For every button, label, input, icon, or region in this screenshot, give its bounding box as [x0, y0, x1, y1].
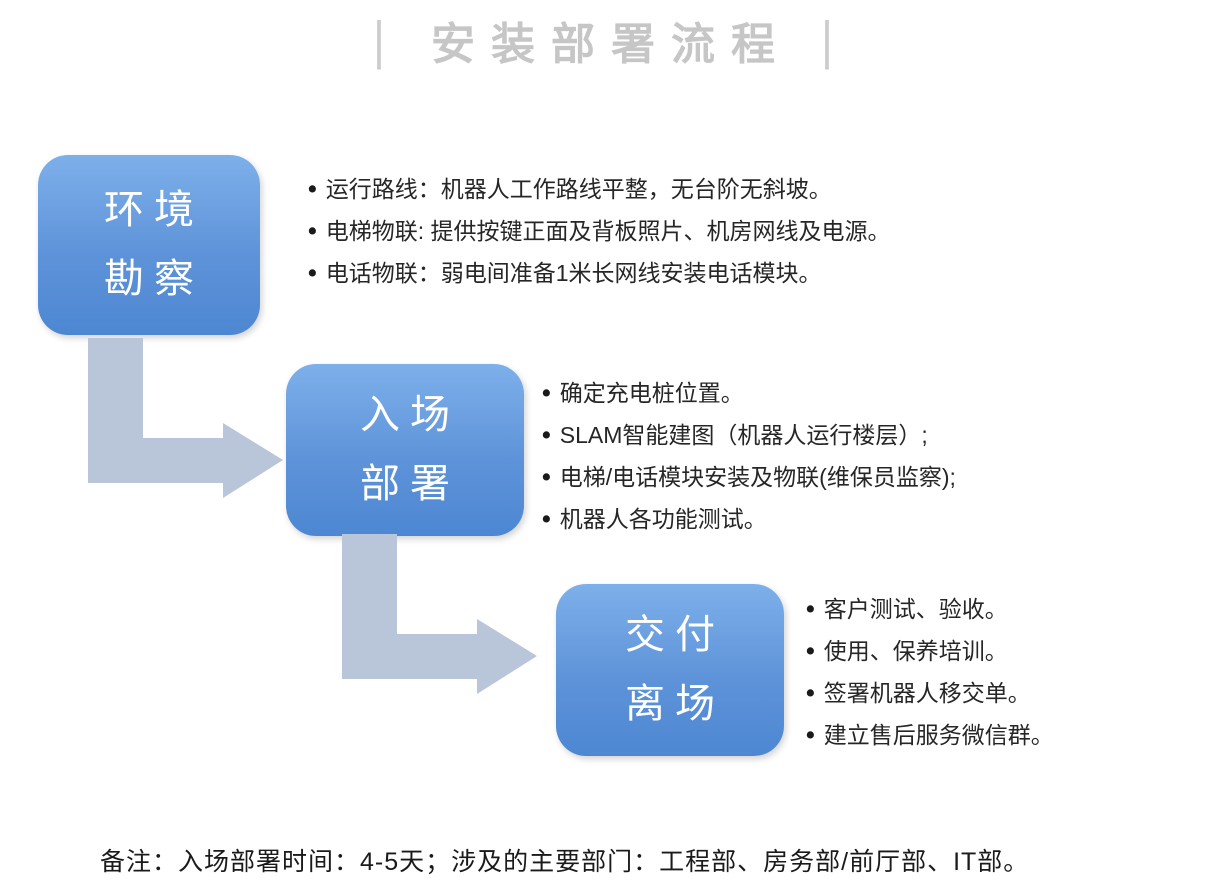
step-bullets-entry-deployment: 确定充电桩位置。 SLAM智能建图（机器人运行楼层）; 电梯/电话模块安装及物联… — [542, 372, 956, 540]
title-right-bar: | — [821, 10, 833, 70]
step-bullets-environment-survey: 运行路线：机器人工作路线平整，无台阶无斜坡。 电梯物联: 提供按键正面及背板照片… — [308, 168, 891, 294]
step-bullets-delivery-departure: 客户测试、验收。 使用、保养培训。 签署机器人移交单。 建立售后服务微信群。 — [806, 588, 1054, 756]
bullet-item: 机器人各功能测试。 — [542, 498, 956, 540]
step-box-delivery-departure: 交付 离场 — [556, 584, 784, 756]
footer-note: 备注：入场部署时间：4-5天；涉及的主要部门：工程部、房务部/前厅部、IT部。 — [100, 848, 1030, 876]
bullet-item: 签署机器人移交单。 — [806, 672, 1054, 714]
step-label-line: 环境 — [104, 188, 204, 233]
elbow-arrow-2 — [342, 534, 537, 694]
bullet-item: 电梯物联: 提供按键正面及背板照片、机房网线及电源。 — [308, 210, 891, 252]
bullet-item: 确定充电桩位置。 — [542, 372, 956, 414]
step-label-line: 离场 — [625, 682, 725, 726]
elbow-arrow-1 — [88, 338, 283, 498]
step-label-line: 部署 — [360, 462, 460, 506]
step-box-environment-survey: 环境 勘察 — [38, 155, 260, 335]
step-label-line: 勘察 — [104, 257, 204, 301]
bullet-item: 建立售后服务微信群。 — [806, 714, 1054, 756]
bullet-item: 运行路线：机器人工作路线平整，无台阶无斜坡。 — [308, 168, 891, 210]
bullet-item: 使用、保养培训。 — [806, 630, 1054, 672]
page-title-text: 安装部署流程 — [431, 20, 791, 69]
step-label-line: 入场 — [360, 393, 460, 438]
page-title: | 安装部署流程 | — [0, 8, 1206, 72]
bullet-item: 客户测试、验收。 — [806, 588, 1054, 630]
bullet-item: SLAM智能建图（机器人运行楼层）; — [542, 414, 956, 456]
bullet-item: 电梯/电话模块安装及物联(维保员监察); — [542, 456, 956, 498]
title-left-bar: | — [373, 10, 385, 70]
bullet-item: 电话物联：弱电间准备1米长网线安装电话模块。 — [308, 252, 891, 294]
step-box-entry-deployment: 入场 部署 — [286, 364, 524, 536]
step-label-line: 交付 — [625, 613, 725, 658]
